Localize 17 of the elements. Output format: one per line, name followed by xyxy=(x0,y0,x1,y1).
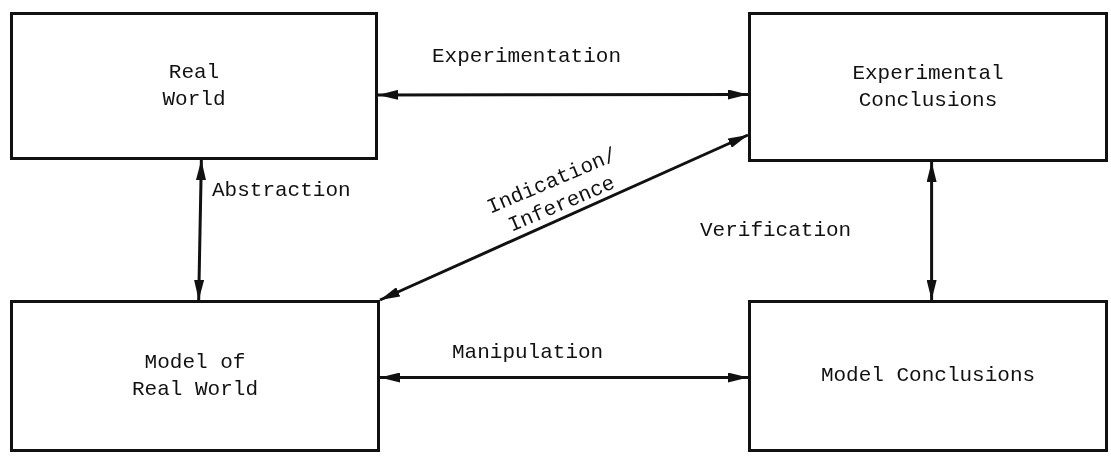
box xyxy=(10,300,380,452)
box xyxy=(10,12,378,160)
double-arrow xyxy=(379,133,749,302)
edge-label: Experimentation xyxy=(432,44,622,70)
edge-label: Abstraction xyxy=(212,178,351,204)
box-text: Real World xyxy=(161,59,227,113)
box-text: Experimental Conclusions xyxy=(851,60,1005,114)
double-arrow xyxy=(378,89,748,100)
edge-label: Verification xyxy=(700,218,852,244)
double-arrow xyxy=(380,372,748,383)
edge-label: Manipulation xyxy=(452,340,604,366)
box-text: Model of Real World xyxy=(131,349,259,403)
box-text: Model Conclusions xyxy=(819,363,1037,390)
box xyxy=(748,300,1108,452)
double-arrow xyxy=(194,159,206,301)
box xyxy=(748,12,1108,162)
double-arrow xyxy=(926,162,937,300)
